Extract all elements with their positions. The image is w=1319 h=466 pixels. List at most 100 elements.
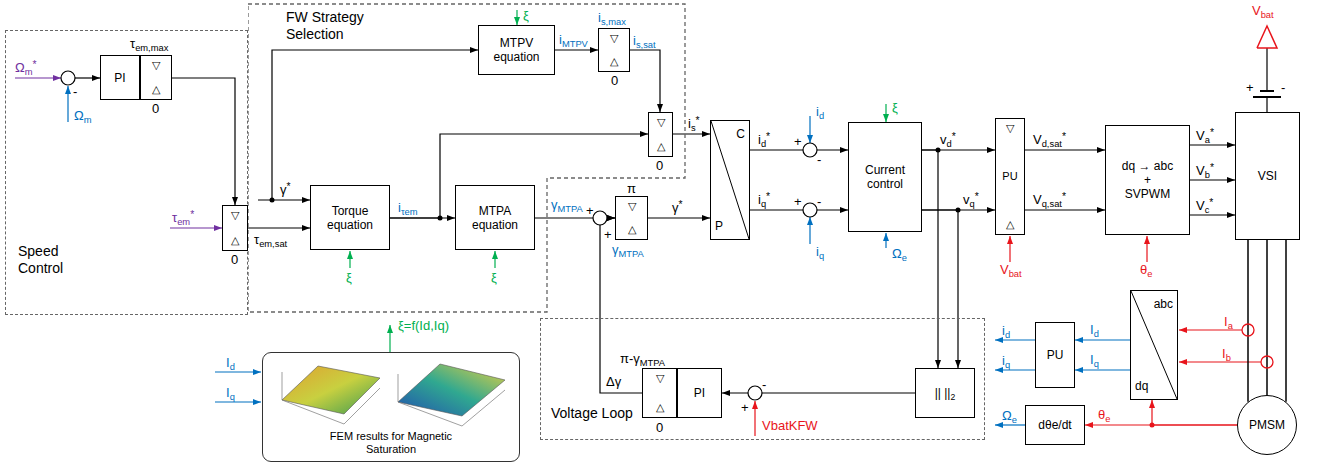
edge-label: is,sat [633, 33, 656, 50]
signal-connector [922, 150, 938, 368]
signal-label: ξ [892, 100, 898, 115]
signal-wire [809, 116, 810, 143]
signal-wire [754, 401, 755, 436]
signal-wire [389, 325, 390, 352]
edge-label: vd* [940, 132, 956, 149]
signal-connector [248, 227, 310, 228]
signal-connector [630, 50, 660, 112]
saturation-block: ▽△ [222, 205, 248, 251]
group-title: Voltage Loop [551, 405, 651, 422]
signal-connector [555, 49, 598, 50]
signal-label: ξ [346, 270, 352, 285]
pi-controller: PI [677, 368, 722, 418]
limit-symbol: △ [610, 55, 618, 68]
box-label: FEM results for Magnetic Saturation [316, 430, 466, 456]
summing-junction [803, 143, 817, 157]
limit-symbol: PU [1002, 170, 1017, 183]
signal-wire [995, 424, 1025, 425]
box-label: abc [1154, 297, 1173, 311]
signal-wire [1253, 96, 1281, 98]
signal-label: 0 [656, 158, 663, 173]
signal-wire [349, 251, 350, 268]
limit-symbol: ▽ [656, 372, 664, 385]
box-label: C [736, 127, 745, 141]
signal-connector [1025, 149, 1105, 150]
signal-label: Vbat [1252, 3, 1274, 20]
limit-symbol: △ [1006, 218, 1014, 231]
edge-label: iq* [758, 192, 770, 209]
signal-label: π [627, 181, 636, 196]
signal-label: is,max [598, 10, 626, 27]
limit-symbol: △ [657, 140, 665, 153]
edge-label: Vd,sat* [1033, 132, 1066, 149]
signal-wire [258, 199, 310, 200]
current-sensor [1261, 356, 1273, 368]
signal-label: Ωm [74, 108, 92, 125]
signal-label: Ib [1222, 346, 1231, 363]
limit-symbol: △ [231, 234, 239, 247]
signal-wire [1266, 48, 1267, 91]
box-label: dq → abc [1122, 159, 1173, 173]
transform-box: abc dq [1130, 290, 1178, 400]
signal-label: 0 [231, 252, 238, 267]
box-label: PI [114, 71, 125, 85]
edge-label: γ* [672, 200, 683, 216]
signal-label: - [1281, 80, 1285, 95]
signal-connector [1075, 369, 1130, 370]
plot-axis [398, 402, 462, 426]
summing-junction [593, 211, 607, 225]
saturation-block: ▽△ [648, 112, 673, 157]
equation-box: MTPV equation [478, 25, 555, 75]
box-label: P [715, 219, 723, 233]
signal-wire [215, 371, 261, 372]
box-label: || ||2 [935, 386, 956, 401]
summing-junction [803, 203, 817, 217]
signal-connector [172, 78, 235, 205]
saturation-block: ▽△ [642, 368, 677, 418]
signal-wire [995, 339, 1035, 340]
limit-symbol: ▽ [657, 116, 665, 129]
branch-dot [1150, 423, 1155, 428]
saturation-block: ▽△ [140, 55, 172, 100]
box-label: PMSM [1249, 418, 1285, 432]
edge-label: τem,sat [254, 232, 287, 249]
signal-connector [1285, 240, 1287, 402]
box-label: MTPV equation [481, 36, 552, 64]
box-label: PU [1047, 348, 1064, 362]
signal-label: + [794, 194, 802, 209]
signal-label: + [604, 227, 612, 242]
box-label: dq [1135, 379, 1148, 393]
scaling-box: PU [1035, 322, 1075, 388]
controller-box: Current control [848, 122, 922, 232]
signal-label: - [73, 84, 77, 99]
signal-connector [600, 218, 642, 393]
plot-axis [282, 400, 344, 424]
box-label: Current control [851, 163, 919, 191]
signal-connector [1247, 240, 1249, 402]
box-label: dθe/dt [1038, 418, 1071, 432]
modulator-box: dq → abc+SVPWM [1105, 125, 1190, 235]
plot-axis [282, 372, 283, 400]
group-title: Speed Control [18, 243, 80, 277]
signal-label: ξ [523, 8, 529, 23]
saturation-block: ▽PU△ [995, 118, 1025, 235]
limit-symbol: △ [656, 401, 664, 414]
strategy-group: FW Strategy SelectionMTPV equation▽△Torq… [248, 3, 686, 313]
signal-label: + [794, 134, 802, 149]
box-label: + [1144, 173, 1151, 187]
signal-connector [673, 133, 710, 134]
signal-connector [1190, 144, 1235, 145]
edge-label: id* [758, 132, 770, 149]
signal-label: id [1002, 323, 1010, 340]
edge-label: vq* [963, 192, 979, 209]
signal-wire [885, 104, 886, 122]
signal-connector [1075, 339, 1130, 340]
signal-wire [885, 233, 886, 248]
signal-label: iq [1002, 353, 1010, 370]
signal-label: + [586, 203, 594, 218]
limit-symbol: ▽ [628, 200, 636, 213]
edge-label: is* [688, 116, 700, 133]
signal-label: γMTPA [612, 242, 644, 259]
signal-label: Vbat [1000, 262, 1022, 279]
edge-label: iMTPV [559, 32, 588, 49]
